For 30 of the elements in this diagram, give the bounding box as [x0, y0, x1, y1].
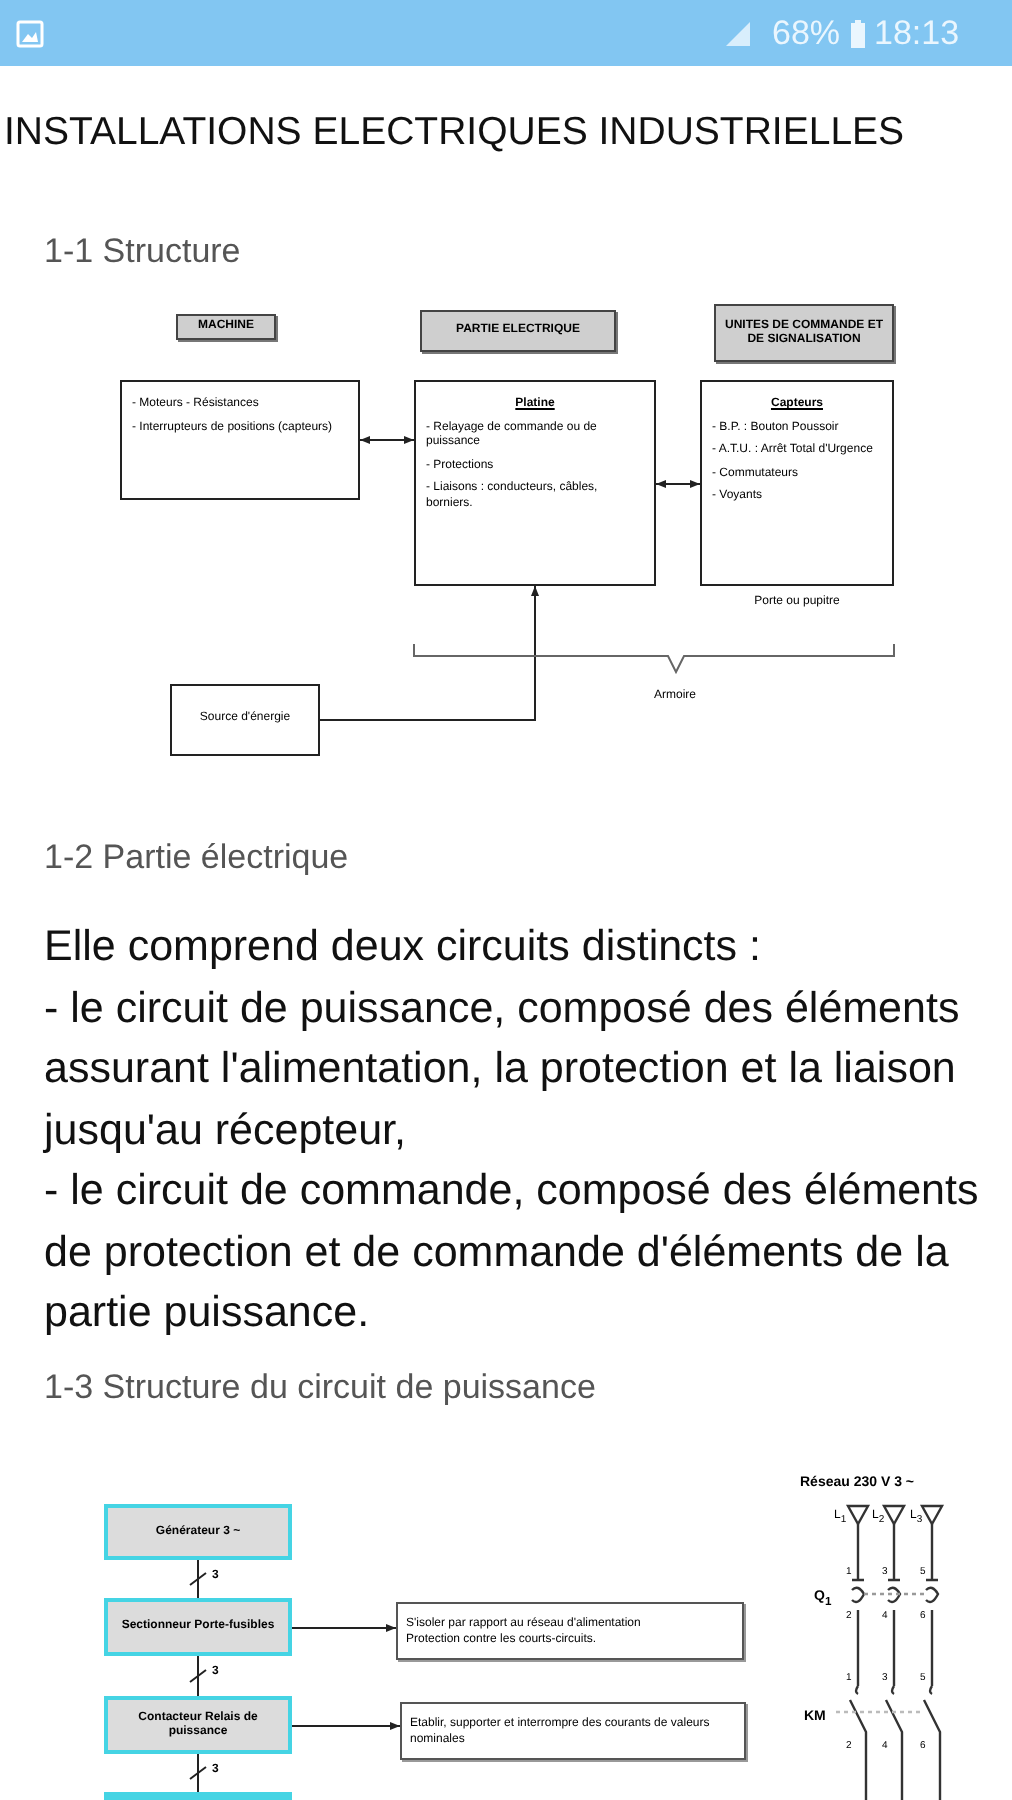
component-box: [120, 380, 360, 500]
component-box: [414, 380, 656, 586]
clock-time: 18:13: [874, 14, 960, 54]
connector-line: [291, 1624, 397, 1632]
page-title: INSTALLATIONS ELECTRIQUES INDUSTRIELLES: [4, 110, 905, 156]
process-box: [104, 1792, 292, 1800]
connector-line: [189, 1753, 207, 1793]
section-heading: 1-3 Structure du circuit de puissance: [44, 1368, 596, 1408]
battery-percent: 68%: [772, 14, 841, 54]
paragraph-text: - le circuit de puissance, composé des éléments assurant l'alimentation, la protection et la liaison jusqu'au récepteur,: [44, 981, 962, 1157]
connector-line: [189, 1559, 207, 1599]
paragraph-text: Elle comprend deux circuits distincts :: [44, 920, 763, 974]
connector-line: [655, 480, 701, 488]
component-box: [700, 380, 894, 586]
process-box: [104, 1696, 292, 1754]
connector-line: [189, 1655, 207, 1697]
section-heading: 1-1 Structure: [44, 232, 241, 272]
process-box: [104, 1504, 292, 1560]
process-box: [104, 1598, 292, 1656]
paragraph-text: - le circuit de commande, composé des éléments de protection et de commande d'éléments de la partie puissance.: [44, 1164, 981, 1340]
connector-line: [291, 1722, 401, 1730]
connector-line: [319, 585, 539, 721]
note-box: [396, 1602, 744, 1660]
note-box: [400, 1702, 746, 1760]
connector-line: [359, 436, 415, 444]
section-heading: 1-2 Partie électrique: [44, 838, 349, 878]
component-box: [170, 684, 320, 756]
header-box: [176, 314, 276, 340]
header-box: [420, 310, 616, 352]
header-box: [714, 304, 894, 362]
